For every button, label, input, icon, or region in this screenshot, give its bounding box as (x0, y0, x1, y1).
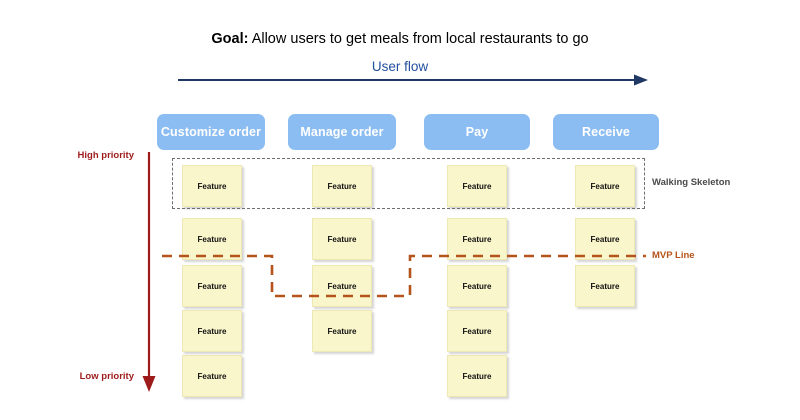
down-arrow-icon (142, 152, 156, 392)
walking-skeleton-box (172, 158, 645, 209)
feature-card[interactable]: Feature (447, 355, 507, 397)
feature-card[interactable]: Feature (447, 265, 507, 307)
walking-skeleton-label: Walking Skeleton (652, 177, 731, 188)
activity-header-1[interactable]: Manage order (288, 114, 396, 150)
mvp-line-label: MVP Line (652, 250, 695, 261)
feature-card[interactable]: Feature (182, 310, 242, 352)
feature-card[interactable]: Feature (312, 310, 372, 352)
high-priority-label: High priority (77, 150, 134, 161)
user-flow-label: User flow (371, 59, 429, 74)
feature-card[interactable]: Feature (182, 355, 242, 397)
feature-card[interactable]: Feature (447, 310, 507, 352)
feature-card[interactable]: Feature (182, 218, 242, 260)
right-arrow-icon (178, 74, 648, 86)
activity-header-2[interactable]: Pay (424, 114, 530, 150)
feature-card[interactable]: Feature (312, 265, 372, 307)
activity-header-0[interactable]: Customize order (157, 114, 265, 150)
page-title: Goal: Allow users to get meals from loca… (0, 31, 800, 47)
feature-card[interactable]: Feature (575, 265, 635, 307)
feature-card[interactable]: Feature (575, 218, 635, 260)
feature-card[interactable]: Feature (575, 165, 635, 207)
feature-card[interactable]: Feature (447, 165, 507, 207)
activity-header-3[interactable]: Receive (553, 114, 659, 150)
goal-label: Goal: (211, 31, 249, 47)
feature-card[interactable]: Feature (447, 218, 507, 260)
goal-text: Allow users to get meals from local rest… (248, 31, 589, 47)
feature-card[interactable]: Feature (312, 165, 372, 207)
feature-card[interactable]: Feature (312, 218, 372, 260)
feature-card[interactable]: Feature (182, 265, 242, 307)
low-priority-label: Low priority (79, 371, 134, 382)
feature-card[interactable]: Feature (182, 165, 242, 207)
